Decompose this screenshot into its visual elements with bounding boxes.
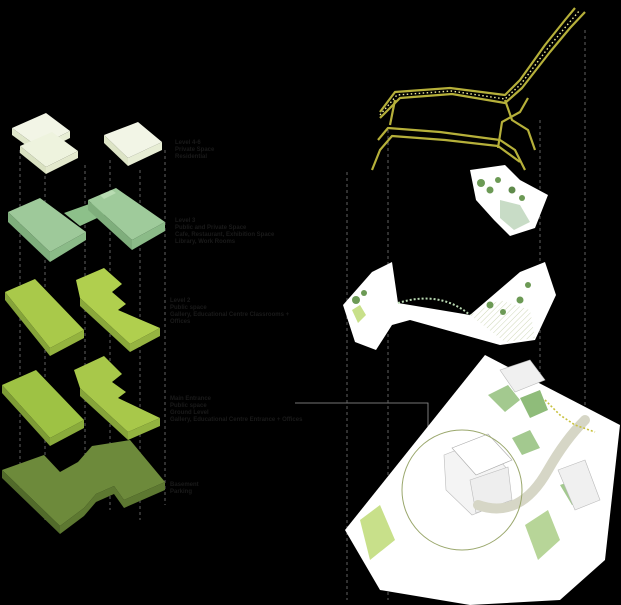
- label-line: Level 2: [170, 298, 191, 304]
- label-line: Basement: [170, 482, 199, 488]
- label-line: Level 3: [175, 218, 196, 224]
- label-line: Cafe, Restaurant, Exhibition Space: [175, 232, 275, 238]
- label-level-3: Level 3 Public and Private Space Cafe, R…: [175, 218, 274, 246]
- label-level-2: Level 2 Public space Gallery, Educationa…: [170, 298, 289, 326]
- label-line: Public space: [170, 305, 207, 311]
- label-line: Library, Work Rooms: [175, 239, 236, 245]
- label-line: Parking: [170, 489, 193, 495]
- site-layer-upper: [470, 165, 548, 236]
- label-basement: Basement Parking: [170, 482, 199, 496]
- label-line: Public and Private Space: [175, 225, 247, 231]
- label-level-4-6: Level 4-6 Private Space Residential: [175, 140, 214, 161]
- level-4-6-blocks: [12, 113, 162, 174]
- label-line: Offices: [170, 319, 191, 325]
- route-network: [370, 7, 586, 171]
- label-line: Level 4-6: [175, 140, 201, 146]
- site-ground-plan: [345, 355, 620, 605]
- level-3-blocks: [8, 188, 165, 262]
- label-line: Public space: [170, 403, 207, 409]
- label-line: Residential: [175, 154, 208, 160]
- level-1-blocks: [2, 356, 160, 446]
- basement-block: [2, 440, 165, 534]
- label-level-1: Main Entrance Public space Ground Level …: [170, 396, 302, 424]
- label-line: Main Entrance: [170, 396, 212, 402]
- label-line: Ground Level: [170, 410, 209, 416]
- site-layer-middle: [343, 262, 556, 350]
- entrance-leader-line: [295, 402, 429, 430]
- label-line: Gallery, Educational Centre Entrance + O…: [170, 417, 303, 423]
- level-2-blocks: [5, 268, 160, 356]
- label-line: Gallery, Educational Centre Classrooms +: [170, 312, 290, 318]
- label-line: Private Space: [175, 147, 215, 153]
